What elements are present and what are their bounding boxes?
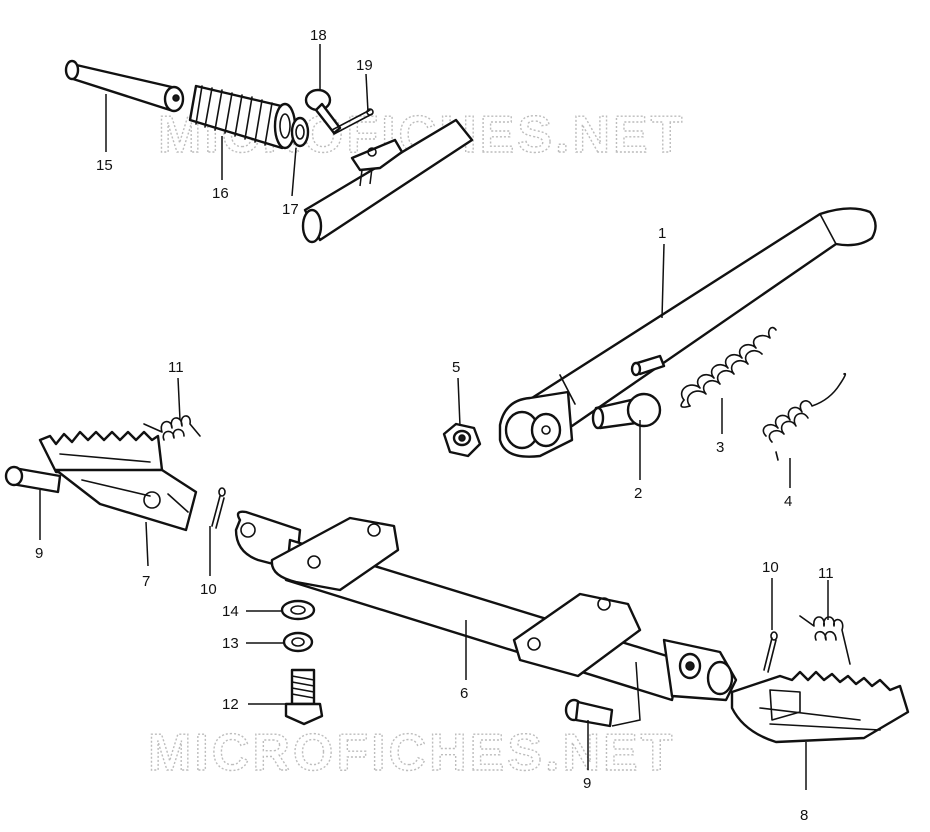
part-10-cotter-pin-right	[763, 631, 778, 673]
callout-6: 6	[460, 685, 468, 702]
part-11-spring-left	[143, 415, 201, 441]
part-9-left-pin	[4, 465, 62, 494]
callout-5: 5	[452, 359, 460, 376]
callout-17: 17	[282, 201, 299, 218]
part-11-spring-right	[799, 615, 851, 665]
callout-1: 1	[658, 225, 666, 242]
callout-13: 13	[222, 635, 239, 652]
part-3-spring	[680, 326, 777, 408]
callout-2: 2	[634, 485, 642, 502]
part-17-washer	[290, 116, 310, 148]
callout-11-right: 11	[818, 565, 834, 582]
part-13-lock-washer	[282, 631, 314, 653]
callout-9-right: 9	[583, 775, 591, 792]
callout-10-left: 10	[200, 581, 217, 598]
part-7-left-footrest	[38, 430, 198, 532]
callout-10-right: 10	[762, 559, 779, 576]
callout-7: 7	[142, 573, 150, 590]
callout-9-left: 9	[35, 545, 43, 562]
part-8-right-footrest	[730, 670, 910, 744]
part-10-cotter-pin-left	[211, 487, 226, 529]
part-14-washer	[280, 599, 316, 621]
part-1-side-stand	[498, 207, 877, 458]
frame-tube	[301, 118, 474, 244]
callout-15: 15	[96, 157, 113, 174]
part-12-bolt	[284, 668, 324, 726]
part-6-footrest-bar	[234, 510, 738, 727]
stand-spring-hook-pin	[630, 354, 666, 377]
part-2-stand-bolt	[591, 392, 662, 430]
callout-4: 4	[784, 493, 792, 510]
part-9-right-pin	[564, 698, 614, 728]
callout-19: 19	[356, 57, 373, 74]
watermark-bottom: MICROFICHES.NET	[148, 724, 675, 782]
leader-lines	[39, 44, 829, 790]
callout-3: 3	[716, 439, 724, 456]
part-19-cotter-pin	[331, 108, 374, 135]
callout-11-left: 11	[168, 359, 184, 376]
callout-18: 18	[310, 27, 327, 44]
callout-14: 14	[222, 603, 239, 620]
part-4-spring	[762, 372, 847, 461]
part-15-pin	[64, 59, 185, 113]
callout-12: 12	[222, 696, 239, 713]
part-5-nut	[442, 422, 482, 458]
callout-16: 16	[212, 185, 229, 202]
callout-8: 8	[800, 807, 808, 824]
part-18-clevis-pin	[304, 88, 342, 135]
